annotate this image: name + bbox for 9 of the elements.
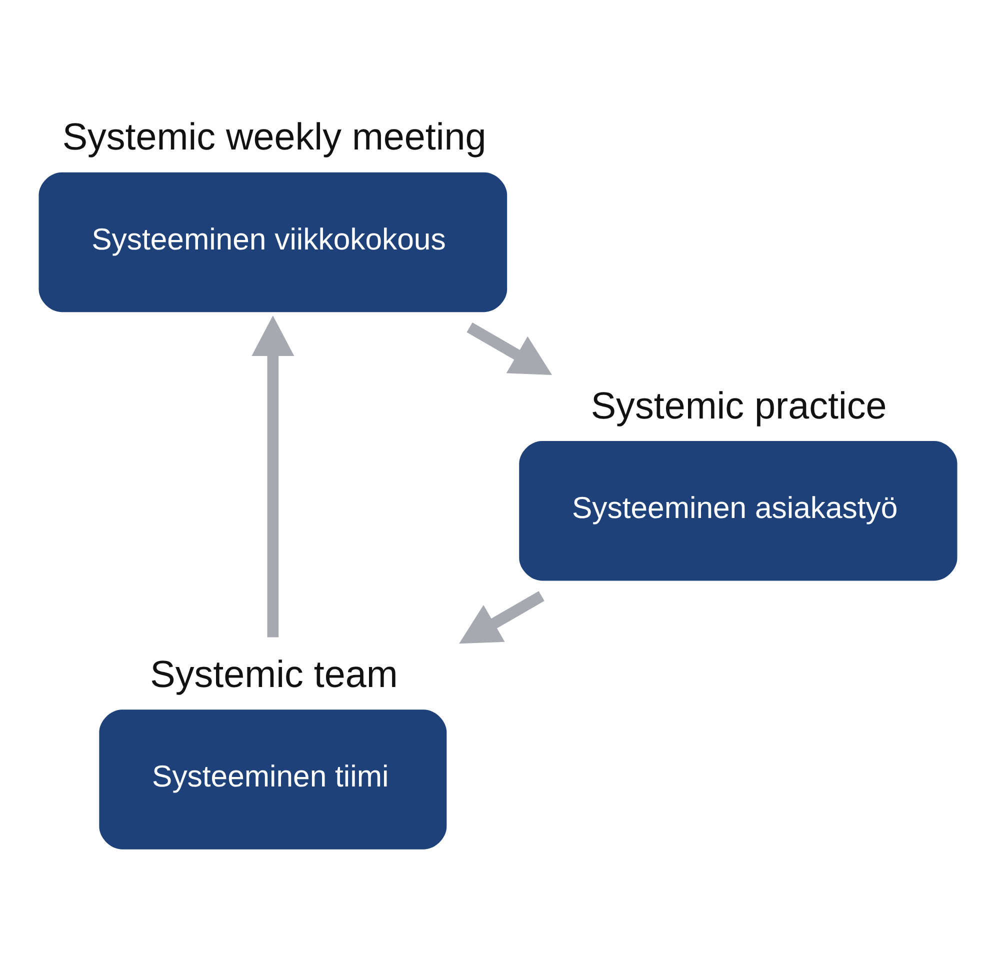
arrow <box>252 315 294 638</box>
node-box: Systeeminen tiimi <box>99 710 447 850</box>
node-label: Systemic team <box>150 654 398 696</box>
node-box: Systeeminen asiakastyö <box>519 440 958 581</box>
node-label: Systemic practice <box>590 385 887 428</box>
arrow <box>466 322 552 376</box>
node-box: Systeeminen viikkokokous <box>38 172 508 312</box>
arrow <box>459 591 544 644</box>
node-label: Systemic weekly meeting <box>62 116 486 159</box>
